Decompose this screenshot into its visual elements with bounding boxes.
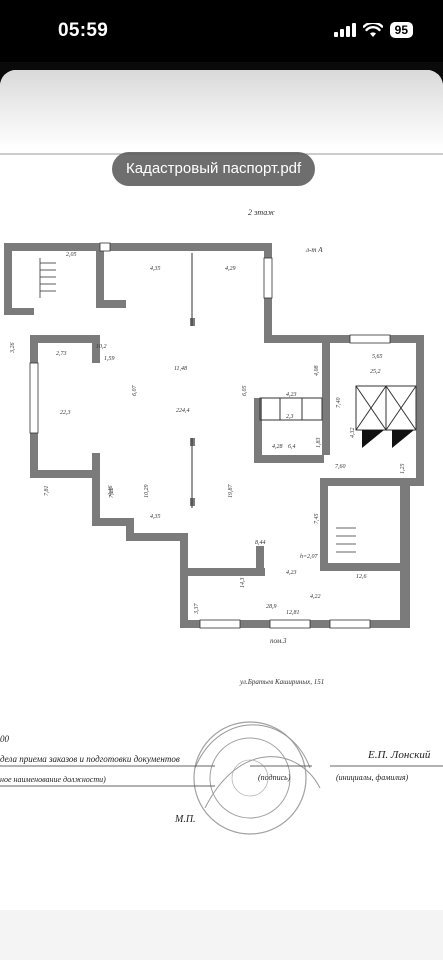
cellular-signal-icon [333, 23, 356, 37]
dim-label: 7,81 [44, 486, 50, 497]
dim-label: 6,05 [242, 386, 248, 397]
dim-label: 6,07 [132, 385, 138, 397]
stairs [39, 258, 356, 553]
room-area-label: 22,3 [60, 410, 71, 416]
dim-label: 4,22 [310, 593, 321, 600]
dim-label: 1,83 [316, 438, 322, 449]
document-title-pill[interactable]: Кадастровый паспорт.pdf [112, 152, 316, 186]
dim-label: 19,87 [228, 484, 234, 499]
dim-label: 7,40 [335, 398, 342, 409]
floor-label: 2 этаж [248, 208, 275, 217]
dim-label: 4,08 [313, 366, 320, 377]
bottom-toolbar [0, 910, 443, 960]
dim-label: 12,81 [286, 610, 300, 616]
dim-label: 14,3 [239, 578, 246, 589]
room-label-3: пом.3 [270, 637, 287, 645]
status-time: 05:59 [58, 20, 109, 41]
dim-label: 1,25 [400, 464, 406, 475]
dim-label: 4,35 [150, 513, 161, 520]
dim-label: 4,28 [272, 443, 283, 450]
dim-label: 7,82 [109, 488, 115, 499]
axis-label: л-т А [305, 246, 323, 254]
dim-label: 3,26 [10, 343, 16, 355]
dim-label: 7,60 [335, 464, 346, 470]
dim-label: 1,59 [104, 356, 115, 362]
storage-cells [259, 385, 417, 431]
dim-label: 4,23 [286, 569, 297, 576]
pdf-viewer[interactable]: 2 этаж л-т А [0, 70, 443, 910]
signature-left-1: 00 [0, 734, 10, 744]
status-bar: 05:59 95 [0, 0, 443, 62]
dim-label: 4,35 [150, 265, 161, 272]
signature-left-2: дела приема заказов и подготовки докумен… [0, 754, 180, 764]
signature-mp: М.П. [174, 814, 196, 825]
page-top-blurred [0, 70, 443, 150]
status-icons: 95 [333, 22, 413, 38]
dim-label: 8,44 [255, 539, 266, 546]
dim-label: 7,45 [313, 514, 320, 525]
wifi-icon [362, 22, 383, 37]
address-label: ул.Братьев Кашириных, 151 [239, 678, 324, 686]
dim-label: 11,48 [174, 365, 187, 372]
room-area-label: 12,6 [356, 574, 367, 580]
room-area-label: 10,2 [96, 344, 107, 350]
dim-label: 4,29 [225, 265, 236, 272]
room-area-label: 28,9 [266, 604, 277, 610]
room-area-label: 2,3 [286, 414, 294, 420]
dim-label: 4,46 [107, 486, 114, 497]
dim-label: 2,05 [66, 252, 77, 258]
windows [29, 242, 391, 629]
walls [4, 243, 424, 628]
dim-label: 4,32 [349, 428, 356, 439]
floor-plan-drawing[interactable]: 2 этаж л-т А [0, 148, 443, 910]
area-total-label: 224,4 [176, 407, 190, 414]
dim-label: 5,65 [372, 354, 383, 360]
dim-label: 4,23 [286, 391, 297, 398]
signature-name-hint: (инициалы, фамилия) [336, 773, 409, 782]
signature-name: Е.П. Лонский [367, 749, 431, 761]
dim-label: h=2,07 [300, 554, 319, 560]
black-triangles [362, 430, 414, 448]
signature-lines [0, 765, 443, 787]
dim-label: 2,73 [56, 351, 67, 357]
dim-label: 3,37 [194, 603, 200, 616]
battery-indicator: 95 [389, 22, 413, 38]
stamp-seal [193, 721, 321, 835]
room-area-label: 6,4 [288, 443, 296, 450]
dimension-labels: 3,26 2,05 4,35 4,29 6,07 6,05 2,73 1,59 … [10, 252, 406, 616]
signature-hint: (подпись) [258, 773, 291, 782]
signature-left-3: ное наименование должности) [0, 775, 106, 784]
dim-label: 10,29 [144, 485, 150, 499]
room-area-label: 25,2 [370, 369, 381, 375]
